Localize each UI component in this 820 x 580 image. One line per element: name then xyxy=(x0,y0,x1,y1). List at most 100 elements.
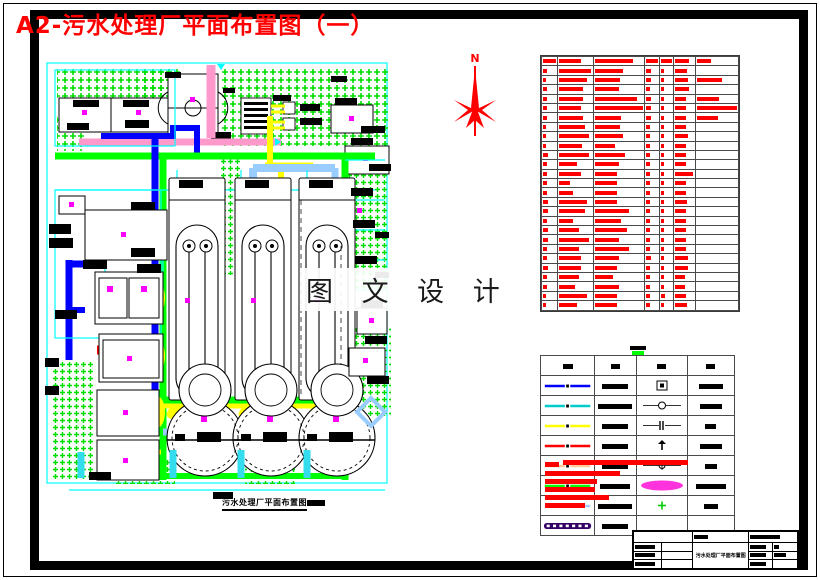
table-cell xyxy=(592,281,646,292)
table-cell xyxy=(557,112,594,123)
label-text xyxy=(602,424,629,429)
table-cell xyxy=(557,131,594,142)
table-cell xyxy=(694,74,739,86)
table-cell xyxy=(540,243,559,255)
title-block-value-cell xyxy=(771,542,799,552)
cell-text xyxy=(661,218,665,223)
cell-text xyxy=(559,293,588,298)
cell-text xyxy=(543,256,547,261)
table-row xyxy=(540,206,739,217)
cell-text xyxy=(661,68,665,73)
table-row xyxy=(540,168,739,180)
label-text xyxy=(600,484,631,489)
legend-symbol-double-bar-icon xyxy=(635,415,688,436)
legend-label xyxy=(594,375,637,396)
table-cell xyxy=(644,93,661,104)
title-block-top-mid-cell xyxy=(692,531,750,543)
table-cell xyxy=(659,271,675,283)
table-cell xyxy=(694,196,739,208)
table-cell xyxy=(673,168,696,180)
cell-text xyxy=(594,284,619,289)
legend-label xyxy=(594,515,637,536)
table-cell xyxy=(694,271,739,283)
cell-text xyxy=(543,303,546,308)
table-cell xyxy=(540,225,559,236)
title-block-value-cell xyxy=(660,550,694,561)
table-row xyxy=(540,140,739,151)
header-text xyxy=(562,364,573,369)
table-cell xyxy=(540,187,559,198)
table-cell xyxy=(644,168,661,180)
table-cell xyxy=(673,93,696,104)
cell-text xyxy=(559,77,588,82)
table-cell xyxy=(540,196,559,208)
table-cell xyxy=(659,187,675,198)
table-cell xyxy=(592,290,646,302)
cell-text xyxy=(559,200,588,205)
table-cell xyxy=(659,243,675,255)
cell-text xyxy=(543,87,547,92)
header-text xyxy=(657,364,667,369)
title-block-label-cell xyxy=(633,542,662,552)
table-cell xyxy=(673,55,696,67)
table-cell xyxy=(673,159,696,170)
legend-note xyxy=(686,375,736,396)
notes-line xyxy=(545,471,620,476)
cell-text xyxy=(594,228,627,233)
title-block-top-right-cell xyxy=(748,531,798,543)
cell-text xyxy=(661,237,665,242)
cell-text xyxy=(543,162,547,167)
table-cell xyxy=(557,168,594,180)
table-cell xyxy=(644,112,661,123)
table-cell xyxy=(592,84,646,95)
cell-text xyxy=(675,181,687,186)
table-cell xyxy=(659,140,675,151)
cell-text xyxy=(543,171,547,176)
legend-note xyxy=(686,475,736,496)
legend-header-cell xyxy=(594,355,637,376)
table-cell xyxy=(694,112,739,123)
table-row xyxy=(540,290,739,302)
legend-line-sample xyxy=(539,415,596,436)
title-block-blob xyxy=(750,544,767,549)
cell-text xyxy=(543,284,547,289)
table-cell xyxy=(540,131,559,142)
cell-text xyxy=(594,200,617,205)
table-row xyxy=(540,149,739,161)
table-cell xyxy=(694,93,739,104)
cell-text xyxy=(594,162,619,167)
cell-text xyxy=(661,275,665,280)
table-cell xyxy=(592,196,646,208)
cell-text xyxy=(675,284,686,289)
notes-line xyxy=(545,487,595,492)
table-cell xyxy=(644,206,661,217)
table-cell xyxy=(557,102,594,114)
table-cell xyxy=(694,215,739,227)
cell-text xyxy=(646,293,651,298)
table-cell xyxy=(694,290,739,302)
cell-text xyxy=(543,218,547,223)
title-block-label-cell xyxy=(748,559,773,569)
table-row xyxy=(540,243,739,255)
title-block-label-cell xyxy=(748,542,773,552)
title-block-value-cell xyxy=(771,559,799,569)
table-cell xyxy=(592,149,646,161)
cell-text xyxy=(661,181,665,186)
table-cell xyxy=(540,102,559,114)
table-cell xyxy=(659,234,675,245)
table-row xyxy=(540,121,739,133)
cell-text xyxy=(594,143,615,148)
cell-text xyxy=(543,68,547,73)
cell-text xyxy=(543,124,546,129)
table-cell xyxy=(557,93,594,104)
table-cell xyxy=(644,253,661,264)
table-cell xyxy=(557,215,594,227)
table-cell xyxy=(644,159,661,170)
table-cell xyxy=(673,112,696,123)
table-row xyxy=(540,159,739,170)
legend-line-sample xyxy=(539,375,596,396)
table-cell xyxy=(659,112,675,123)
table-cell xyxy=(540,149,559,161)
table-cell xyxy=(659,253,675,264)
table-cell xyxy=(673,243,696,255)
